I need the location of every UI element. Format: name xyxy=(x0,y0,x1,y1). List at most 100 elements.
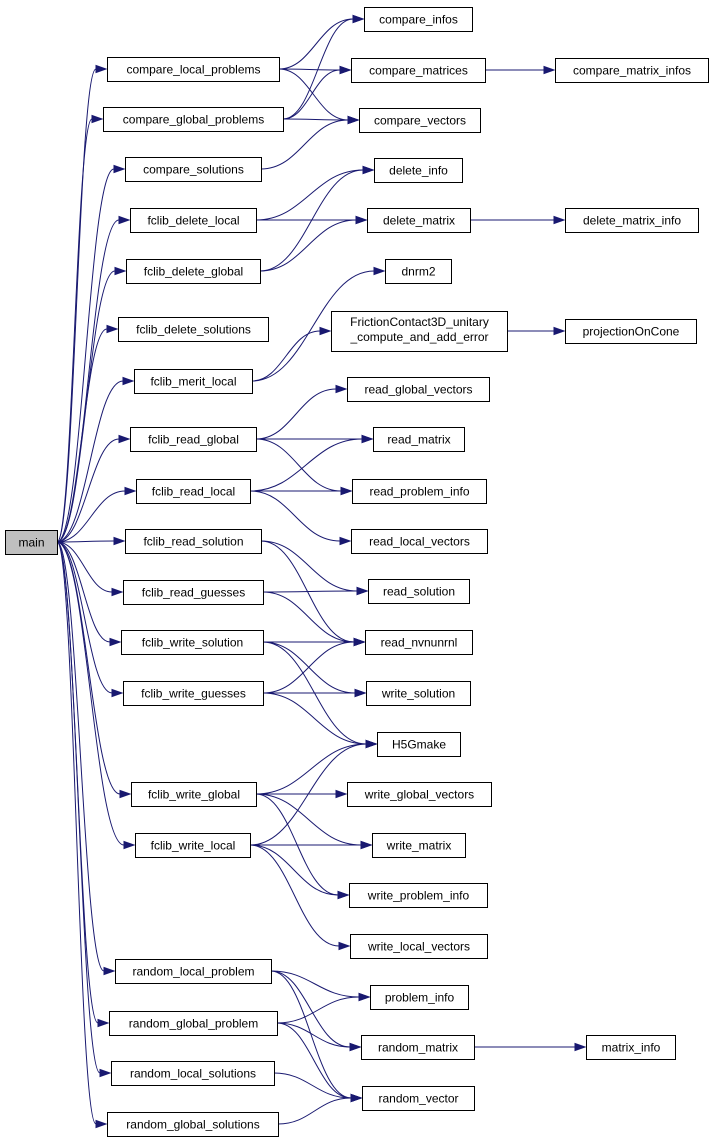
node-projectiononcone[interactable]: projectionOnCone xyxy=(565,319,697,344)
node-random-matrix[interactable]: random_matrix xyxy=(361,1035,475,1060)
node-label: write_problem_info xyxy=(367,889,470,903)
node-box xyxy=(372,833,466,858)
node-fclib-write-local[interactable]: fclib_write_local xyxy=(135,833,251,858)
node-write-solution[interactable]: write_solution xyxy=(366,681,471,706)
node-matrix-info[interactable]: matrix_info xyxy=(586,1035,676,1060)
node-label: fclib_merit_local xyxy=(150,375,236,389)
edge-delete-matrix-to-delete-matrix-info xyxy=(470,215,566,225)
node-delete-info[interactable]: delete_info xyxy=(374,158,463,183)
node-fclib-write-solution[interactable]: fclib_write_solution xyxy=(121,630,264,655)
node-fclib-write-guesses[interactable]: fclib_write_guesses xyxy=(123,681,264,706)
node-label: compare_infos xyxy=(379,13,458,27)
node-label: fclib_read_guesses xyxy=(142,586,245,600)
node-label: fclib_read_solution xyxy=(143,535,243,549)
edge-fclib-delete-local-to-delete-info xyxy=(255,165,375,221)
node-problem-info[interactable]: problem_info xyxy=(370,985,469,1010)
node-write-global-vectors[interactable]: write_global_vectors xyxy=(347,782,492,807)
edge-fclib-write-local-to-write-matrix xyxy=(249,840,373,850)
edge-main-to-fclib-read-local xyxy=(56,486,137,543)
node-read-local-vectors[interactable]: read_local_vectors xyxy=(351,529,488,554)
node-read-problem-info[interactable]: read_problem_info xyxy=(352,479,487,504)
edge-fclib-write-global-to-write-problem-info xyxy=(255,793,350,900)
node-box xyxy=(362,1086,475,1111)
node-box xyxy=(131,782,257,807)
node-random-local-solutions[interactable]: random_local_solutions xyxy=(111,1061,275,1086)
node-label: delete_matrix_info xyxy=(583,214,681,228)
edges-layer xyxy=(56,14,587,1129)
node-write-problem-info[interactable]: write_problem_info xyxy=(349,883,488,908)
edge-main-to-compare-global-problems xyxy=(56,114,104,543)
node-box xyxy=(125,529,262,554)
node-fclib-write-global[interactable]: fclib_write_global xyxy=(131,782,257,807)
node-label: read_matrix xyxy=(387,433,450,447)
node-fclib-read-local[interactable]: fclib_read_local xyxy=(136,479,251,504)
node-write-local-vectors[interactable]: write_local_vectors xyxy=(350,934,488,959)
node-box xyxy=(374,158,463,183)
node-fclib-delete-local[interactable]: fclib_delete_local xyxy=(130,208,257,233)
node-box xyxy=(565,319,697,344)
node-compare-solutions[interactable]: compare_solutions xyxy=(125,157,262,182)
node-label: read_local_vectors xyxy=(369,535,470,549)
node-fclib-read-guesses[interactable]: fclib_read_guesses xyxy=(123,580,264,605)
edge-compare-matrices-to-compare-matrix-infos xyxy=(485,65,556,75)
node-fclib-delete-solutions[interactable]: fclib_delete_solutions xyxy=(118,317,269,342)
edge-main-to-fclib-write-guesses xyxy=(56,541,124,698)
node-box xyxy=(109,1011,278,1036)
node-box xyxy=(123,580,264,605)
node-delete-matrix-info[interactable]: delete_matrix_info xyxy=(565,208,699,233)
edge-fclib-write-guesses-to-write-solution xyxy=(262,688,367,698)
node-label: compare_local_problems xyxy=(126,63,260,77)
node-compare-matrix-infos[interactable]: compare_matrix_infos xyxy=(555,58,709,83)
node-box xyxy=(125,157,262,182)
edge-main-to-fclib-delete-global xyxy=(56,266,127,543)
node-label: fclib_delete_local xyxy=(147,214,239,228)
node-dnrm2[interactable]: dnrm2 xyxy=(385,259,452,284)
edge-main-to-compare-local-problems xyxy=(56,64,108,543)
edge-random-local-problem-to-random-matrix xyxy=(270,970,362,1052)
node-fclib-read-global[interactable]: fclib_read_global xyxy=(130,427,257,452)
node-frictioncontact[interactable]: FrictionContact3D_unitary_compute_and_ad… xyxy=(331,311,508,352)
edge-fclib-read-global-to-read-global-vectors xyxy=(255,384,348,440)
node-random-local-problem[interactable]: random_local_problem xyxy=(115,959,272,984)
edge-main-to-fclib-delete-solutions xyxy=(56,324,119,543)
node-box xyxy=(385,259,452,284)
node-read-global-vectors[interactable]: read_global_vectors xyxy=(347,377,490,402)
edge-fclib-read-local-to-read-matrix xyxy=(249,434,374,492)
edge-main-to-fclib-delete-local xyxy=(56,215,131,543)
node-label: random_vector xyxy=(378,1092,458,1106)
node-write-matrix[interactable]: write_matrix xyxy=(372,833,466,858)
node-label: delete_info xyxy=(389,164,448,178)
node-h5gmake[interactable]: H5Gmake xyxy=(377,732,461,757)
node-fclib-read-solution[interactable]: fclib_read_solution xyxy=(125,529,262,554)
node-compare-vectors[interactable]: compare_vectors xyxy=(359,108,481,133)
node-label: delete_matrix xyxy=(383,214,455,228)
edge-fclib-merit-local-to-dnrm2 xyxy=(251,266,386,382)
node-fclib-merit-local[interactable]: fclib_merit_local xyxy=(134,369,253,394)
node-fclib-delete-global[interactable]: fclib_delete_global xyxy=(126,259,261,284)
node-compare-infos[interactable]: compare_infos xyxy=(364,7,473,32)
node-compare-local-problems[interactable]: compare_local_problems xyxy=(107,57,280,82)
edge-fclib-read-local-to-read-local-vectors xyxy=(249,490,352,546)
node-box xyxy=(103,107,284,132)
node-main[interactable]: main xyxy=(5,530,58,555)
node-read-nvnunrnl[interactable]: read_nvnunrnl xyxy=(365,630,473,655)
node-random-global-problem[interactable]: random_global_problem xyxy=(109,1011,278,1036)
node-label: random_matrix xyxy=(378,1041,458,1055)
node-label: problem_info xyxy=(385,991,455,1005)
edge-fclib-delete-global-to-delete-matrix xyxy=(259,215,368,272)
node-read-matrix[interactable]: read_matrix xyxy=(373,427,465,452)
node-compare-global-problems[interactable]: compare_global_problems xyxy=(103,107,284,132)
node-label: random_local_solutions xyxy=(130,1067,256,1081)
node-box xyxy=(368,579,470,604)
node-label: read_nvnunrnl xyxy=(381,636,458,650)
node-box xyxy=(373,427,465,452)
edge-fclib-write-local-to-h5gmake xyxy=(249,739,378,846)
node-delete-matrix[interactable]: delete_matrix xyxy=(367,208,471,233)
node-label: compare_global_problems xyxy=(123,113,264,127)
node-random-global-solutions[interactable]: random_global_solutions xyxy=(107,1112,279,1137)
node-read-solution[interactable]: read_solution xyxy=(368,579,470,604)
edge-compare-global-problems-to-compare-infos xyxy=(282,14,365,120)
node-box xyxy=(350,934,488,959)
node-compare-matrices[interactable]: compare_matrices xyxy=(351,58,486,83)
node-random-vector[interactable]: random_vector xyxy=(362,1086,475,1111)
